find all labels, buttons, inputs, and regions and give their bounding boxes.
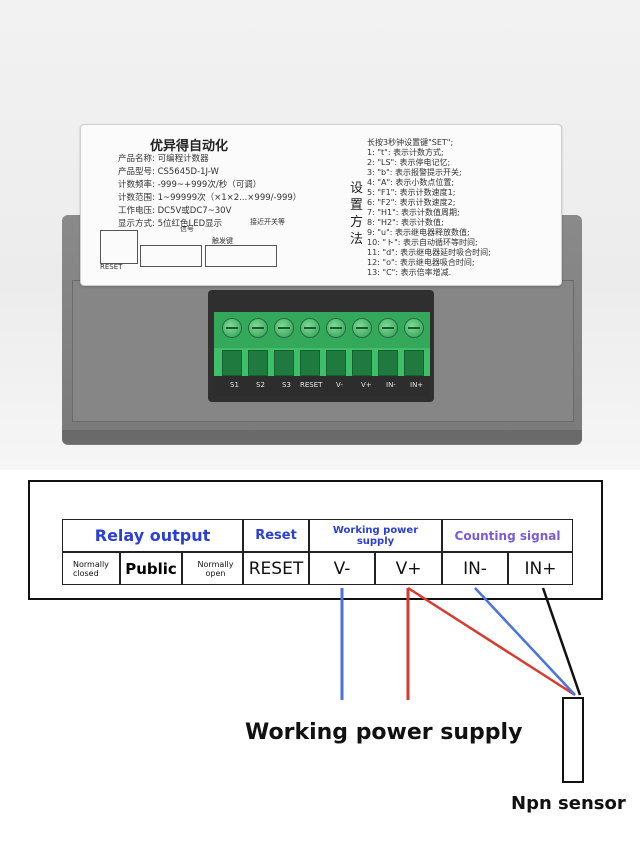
- label-menu-line: 13: "C": 表示倍率增减.: [367, 268, 452, 277]
- label-menu-line: 11: "d": 表示继电器延时吸合时间;: [367, 248, 491, 257]
- terminal-screw[interactable]: [378, 318, 398, 338]
- label-menu-line: 12: "o": 表示继电器吸合时间;: [367, 258, 475, 267]
- terminal-slot: [248, 350, 268, 376]
- terminal-screw[interactable]: [352, 318, 372, 338]
- label-schematic-signal: 信号: [180, 225, 194, 233]
- terminal-screw[interactable]: [222, 318, 242, 338]
- terminal-screw[interactable]: [300, 318, 320, 338]
- label-menu-line: 8: "H2": 表示计数值;: [367, 218, 444, 227]
- terminal-public: Public: [120, 552, 182, 585]
- device-case-base: [62, 430, 582, 444]
- pcb-label-s3: S3: [282, 381, 291, 389]
- npn-sensor-body: [562, 697, 584, 783]
- terminal-slot: [222, 350, 242, 376]
- label-menu-line: 2: "LS": 表示停电记忆;: [367, 158, 451, 167]
- terminal-v-plus: V+: [375, 552, 442, 585]
- header-relay-output: Relay output: [62, 519, 243, 552]
- terminal-slot: [274, 350, 294, 376]
- label-menu-line: 4: "A": 表示小数点位置;: [367, 178, 455, 187]
- label-spec-line: 计数频率: -999~+999次/秒（可调）: [118, 180, 262, 190]
- caption-npn-sensor: Npn sensor: [511, 793, 626, 814]
- terminal-in-plus: IN+: [508, 552, 573, 585]
- terminal-screw[interactable]: [248, 318, 268, 338]
- label-spec-line: 显示方式: 5位红色LED显示: [118, 219, 223, 229]
- terminal-screw[interactable]: [404, 318, 424, 338]
- label-schematic-box: [140, 245, 202, 267]
- label-schematic-box: [100, 230, 138, 264]
- terminal-slot: [300, 350, 320, 376]
- label-menu-line: 长按3秒钟设置键"SET";: [367, 138, 454, 147]
- label-spec-line: 工作电压: DC5V或DC7~30V: [118, 206, 232, 216]
- pcb-label-in-plus: IN+: [410, 381, 424, 389]
- terminal-slot: [404, 350, 424, 376]
- label-menu-line: 5: "F1": 表示计数速度1;: [367, 188, 456, 197]
- label-menu-line: 7: "H1": 表示计数值周期;: [367, 208, 460, 217]
- terminal-slot: [326, 350, 346, 376]
- terminal-v-minus: V-: [309, 552, 375, 585]
- terminal-reset: RESET: [243, 552, 309, 585]
- terminal-screw[interactable]: [326, 318, 346, 338]
- label-schematic-reset: RESET: [100, 263, 123, 271]
- terminal-slot: [352, 350, 372, 376]
- label-spec-line: 产品型号: CS5645D-1J-W: [118, 167, 219, 177]
- pcb-label-in-minus: IN-: [386, 381, 396, 389]
- label-spec-line: 计数范围: 1~99999次（×1×2...×999/-999）: [118, 193, 302, 203]
- wire-sensor-positive: [407, 586, 576, 697]
- pcb-label-v-plus: V+: [361, 381, 372, 389]
- header-counting-signal: Counting signal: [442, 519, 573, 552]
- wire-sensor-negative: [474, 587, 576, 696]
- header-working-power-supply: Working power supply: [309, 519, 442, 552]
- product-label: [80, 124, 562, 286]
- caption-working-power-supply: Working power supply: [245, 720, 523, 745]
- terminal-in-minus: IN-: [442, 552, 508, 585]
- label-brand-title: 优异得自动化: [150, 139, 229, 154]
- pcb-label-s2: S2: [256, 381, 265, 389]
- pcb-label-reset: RESET: [300, 381, 323, 389]
- label-spec-line: 产品名称: 可编程计数器: [118, 154, 209, 164]
- label-menu-line: 9: "u": 表示继电器释放数值;: [367, 228, 470, 237]
- product-photo: 优异得自动化 产品名称: 可编程计数器 产品型号: CS5645D-1J-W 计…: [0, 0, 640, 470]
- label-schematic-proximity: 接近开关等: [250, 218, 285, 226]
- terminal-normally-closed: Normally closed: [62, 552, 120, 585]
- label-schematic-trigger: 触发键: [212, 237, 233, 245]
- terminal-slot: [378, 350, 398, 376]
- label-menu-line: 10: "ト": 表示自动循环等时间;: [367, 238, 478, 247]
- label-menu-line: 3: "b": 表示报警提示开关;: [367, 168, 462, 177]
- pcb-label-s1: S1: [230, 381, 239, 389]
- pcb-label-v-minus: V-: [336, 381, 343, 389]
- terminal-normally-open: Normally open: [182, 552, 243, 585]
- header-reset: Reset: [243, 519, 309, 552]
- label-menu-line: 1: "t": 表示计数方式;: [367, 148, 444, 157]
- label-schematic-box: [205, 245, 277, 267]
- terminal-screw[interactable]: [274, 318, 294, 338]
- label-setup-title: 设置方法: [350, 181, 364, 247]
- pcb-strip: [214, 376, 430, 396]
- label-menu-line: 6: "F2": 表示计数速度2;: [367, 198, 456, 207]
- wire-sensor-signal: [541, 587, 582, 696]
